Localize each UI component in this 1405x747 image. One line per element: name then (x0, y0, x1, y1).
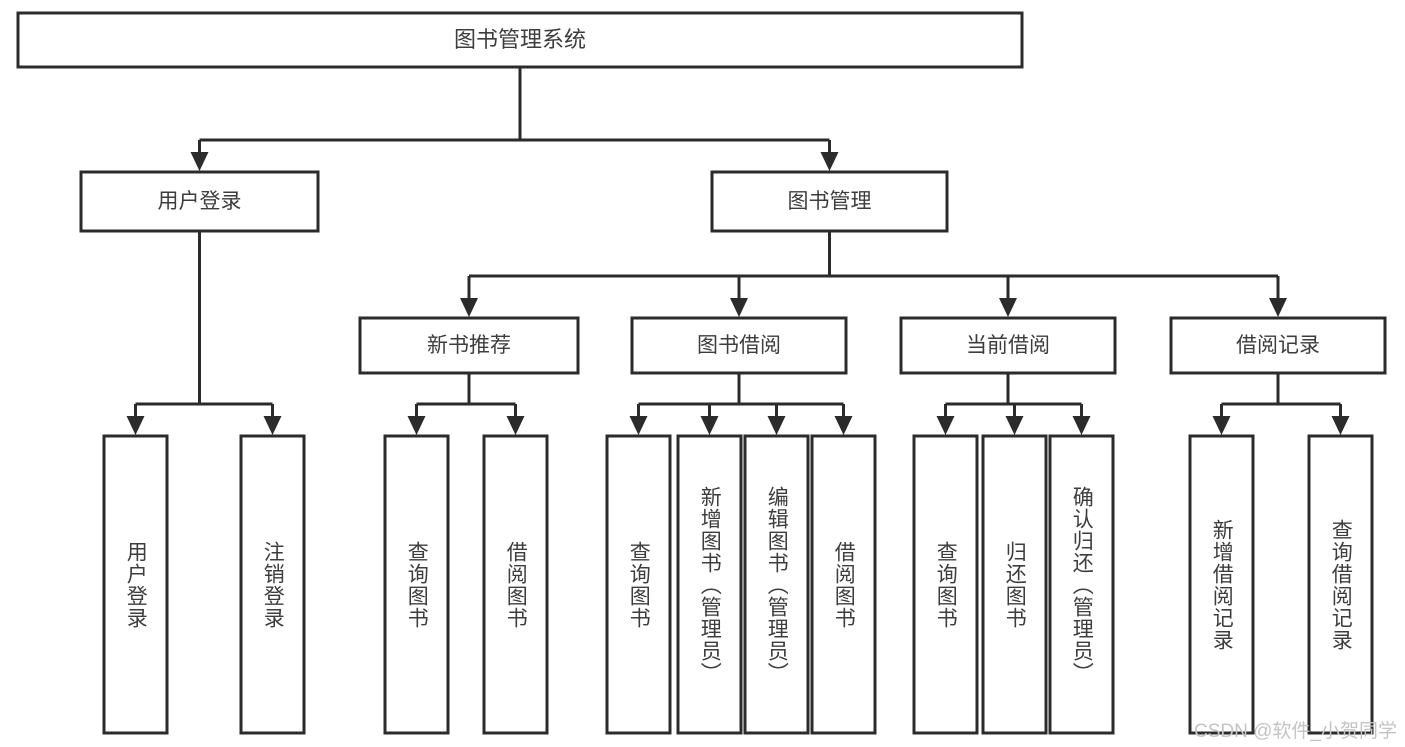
node-l1_0-label: 用户登录 (158, 190, 242, 213)
watermark: CSDN @软件_小贺同学 (1194, 721, 1397, 742)
node-l2_1-label: 图书借阅 (697, 334, 781, 357)
node-leaf_2-box[interactable] (383, 434, 450, 735)
node-l1_1-box[interactable] (710, 170, 949, 233)
arrow-head-icon (1212, 416, 1231, 435)
node-leaf_4-box[interactable] (605, 434, 672, 735)
arrow-head-icon (700, 416, 719, 435)
node-leaf_6-box[interactable] (743, 434, 810, 735)
arrow-head-icon (767, 416, 786, 435)
node-leaf_8-box[interactable] (912, 434, 979, 735)
node-leaf_7-box[interactable] (810, 434, 877, 735)
node-leaf_12-box[interactable] (1307, 434, 1374, 735)
node-leaf_10-box[interactable] (1048, 434, 1115, 735)
node-l2_3-label: 借阅记录 (1236, 334, 1320, 357)
arrow-head-icon (1005, 416, 1024, 435)
arrow-head-icon (1331, 416, 1350, 435)
arrow-head-icon (629, 416, 648, 435)
connector-group-l2_2 (936, 373, 1091, 435)
connector-group-l2_0 (407, 373, 525, 435)
node-l2_0-label: 新书推荐 (427, 334, 511, 357)
connector-group-root (190, 67, 839, 171)
node-leaf_3-box[interactable] (482, 434, 549, 735)
arrow-head-icon (407, 416, 426, 435)
node-leaf_11-box[interactable] (1188, 434, 1255, 735)
arrow-head-icon (1269, 298, 1287, 317)
arrow-head-icon (263, 416, 282, 435)
node-root-label: 图书管理系统 (454, 27, 586, 52)
node-l2_0-box[interactable] (358, 316, 580, 375)
arrow-head-icon (190, 152, 209, 171)
arrow-head-icon (1072, 416, 1091, 435)
node-leaf_0-box[interactable] (102, 434, 169, 735)
node-l2_2-box[interactable] (899, 316, 1117, 375)
node-l1_1-label: 图书管理 (788, 190, 872, 213)
arrow-head-icon (506, 416, 525, 435)
arrow-head-icon (999, 298, 1017, 317)
connector-layer (126, 67, 1350, 435)
node-l2_1-box[interactable] (630, 316, 848, 375)
arrow-head-icon (730, 298, 748, 317)
arrow-head-icon (834, 416, 853, 435)
arrow-head-icon (820, 152, 839, 171)
arrow-head-icon (936, 416, 955, 435)
node-leaf_5-box[interactable] (676, 434, 743, 735)
node-root-box[interactable] (16, 11, 1024, 69)
node-l1_0-box[interactable] (79, 170, 320, 233)
node-leaf_9-box[interactable] (981, 434, 1048, 735)
connector-group-l1_0 (126, 231, 282, 435)
arrow-head-icon (126, 416, 145, 435)
node-l2_2-label: 当前借阅 (966, 334, 1050, 357)
connector-group-l2_3 (1212, 373, 1350, 435)
node-layer (16, 11, 1387, 735)
connector-group-l2_1 (629, 373, 853, 435)
connector-group-l1_1 (460, 231, 1287, 317)
node-l2_3-box[interactable] (1169, 316, 1387, 375)
node-leaf_1-box[interactable] (239, 434, 306, 735)
arrow-head-icon (460, 298, 478, 317)
